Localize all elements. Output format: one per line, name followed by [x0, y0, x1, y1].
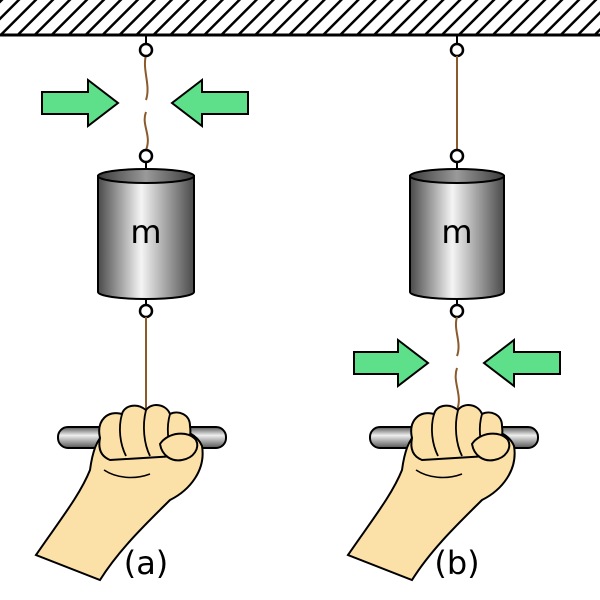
- mass-label: m: [441, 213, 472, 251]
- upper-string-broken: [143, 36, 149, 151]
- ring-icon: [449, 148, 465, 164]
- arrow-right-icon: [353, 337, 430, 389]
- fist-holding-rod-icon: [34, 404, 227, 582]
- panel-b: m (b): [346, 36, 561, 582]
- arrow-left-icon: [482, 337, 561, 389]
- ring-icon: [138, 303, 154, 319]
- panel-a: m (a): [34, 36, 249, 582]
- ring-icon: [449, 303, 465, 319]
- arrow-left-icon: [170, 77, 249, 129]
- mass-cylinder: [409, 168, 505, 300]
- panel-label: (a): [124, 544, 169, 582]
- panel-label: (b): [434, 544, 479, 582]
- fist-holding-rod-icon: [346, 404, 539, 582]
- lower-string-broken: [454, 316, 460, 411]
- ceiling: [0, 0, 600, 37]
- mass-label: m: [130, 213, 161, 251]
- arrow-right-icon: [41, 77, 120, 129]
- mass-cylinder: [97, 168, 195, 300]
- ring-icon: [138, 148, 154, 164]
- ring-icon: [138, 42, 154, 58]
- ring-icon: [449, 42, 465, 58]
